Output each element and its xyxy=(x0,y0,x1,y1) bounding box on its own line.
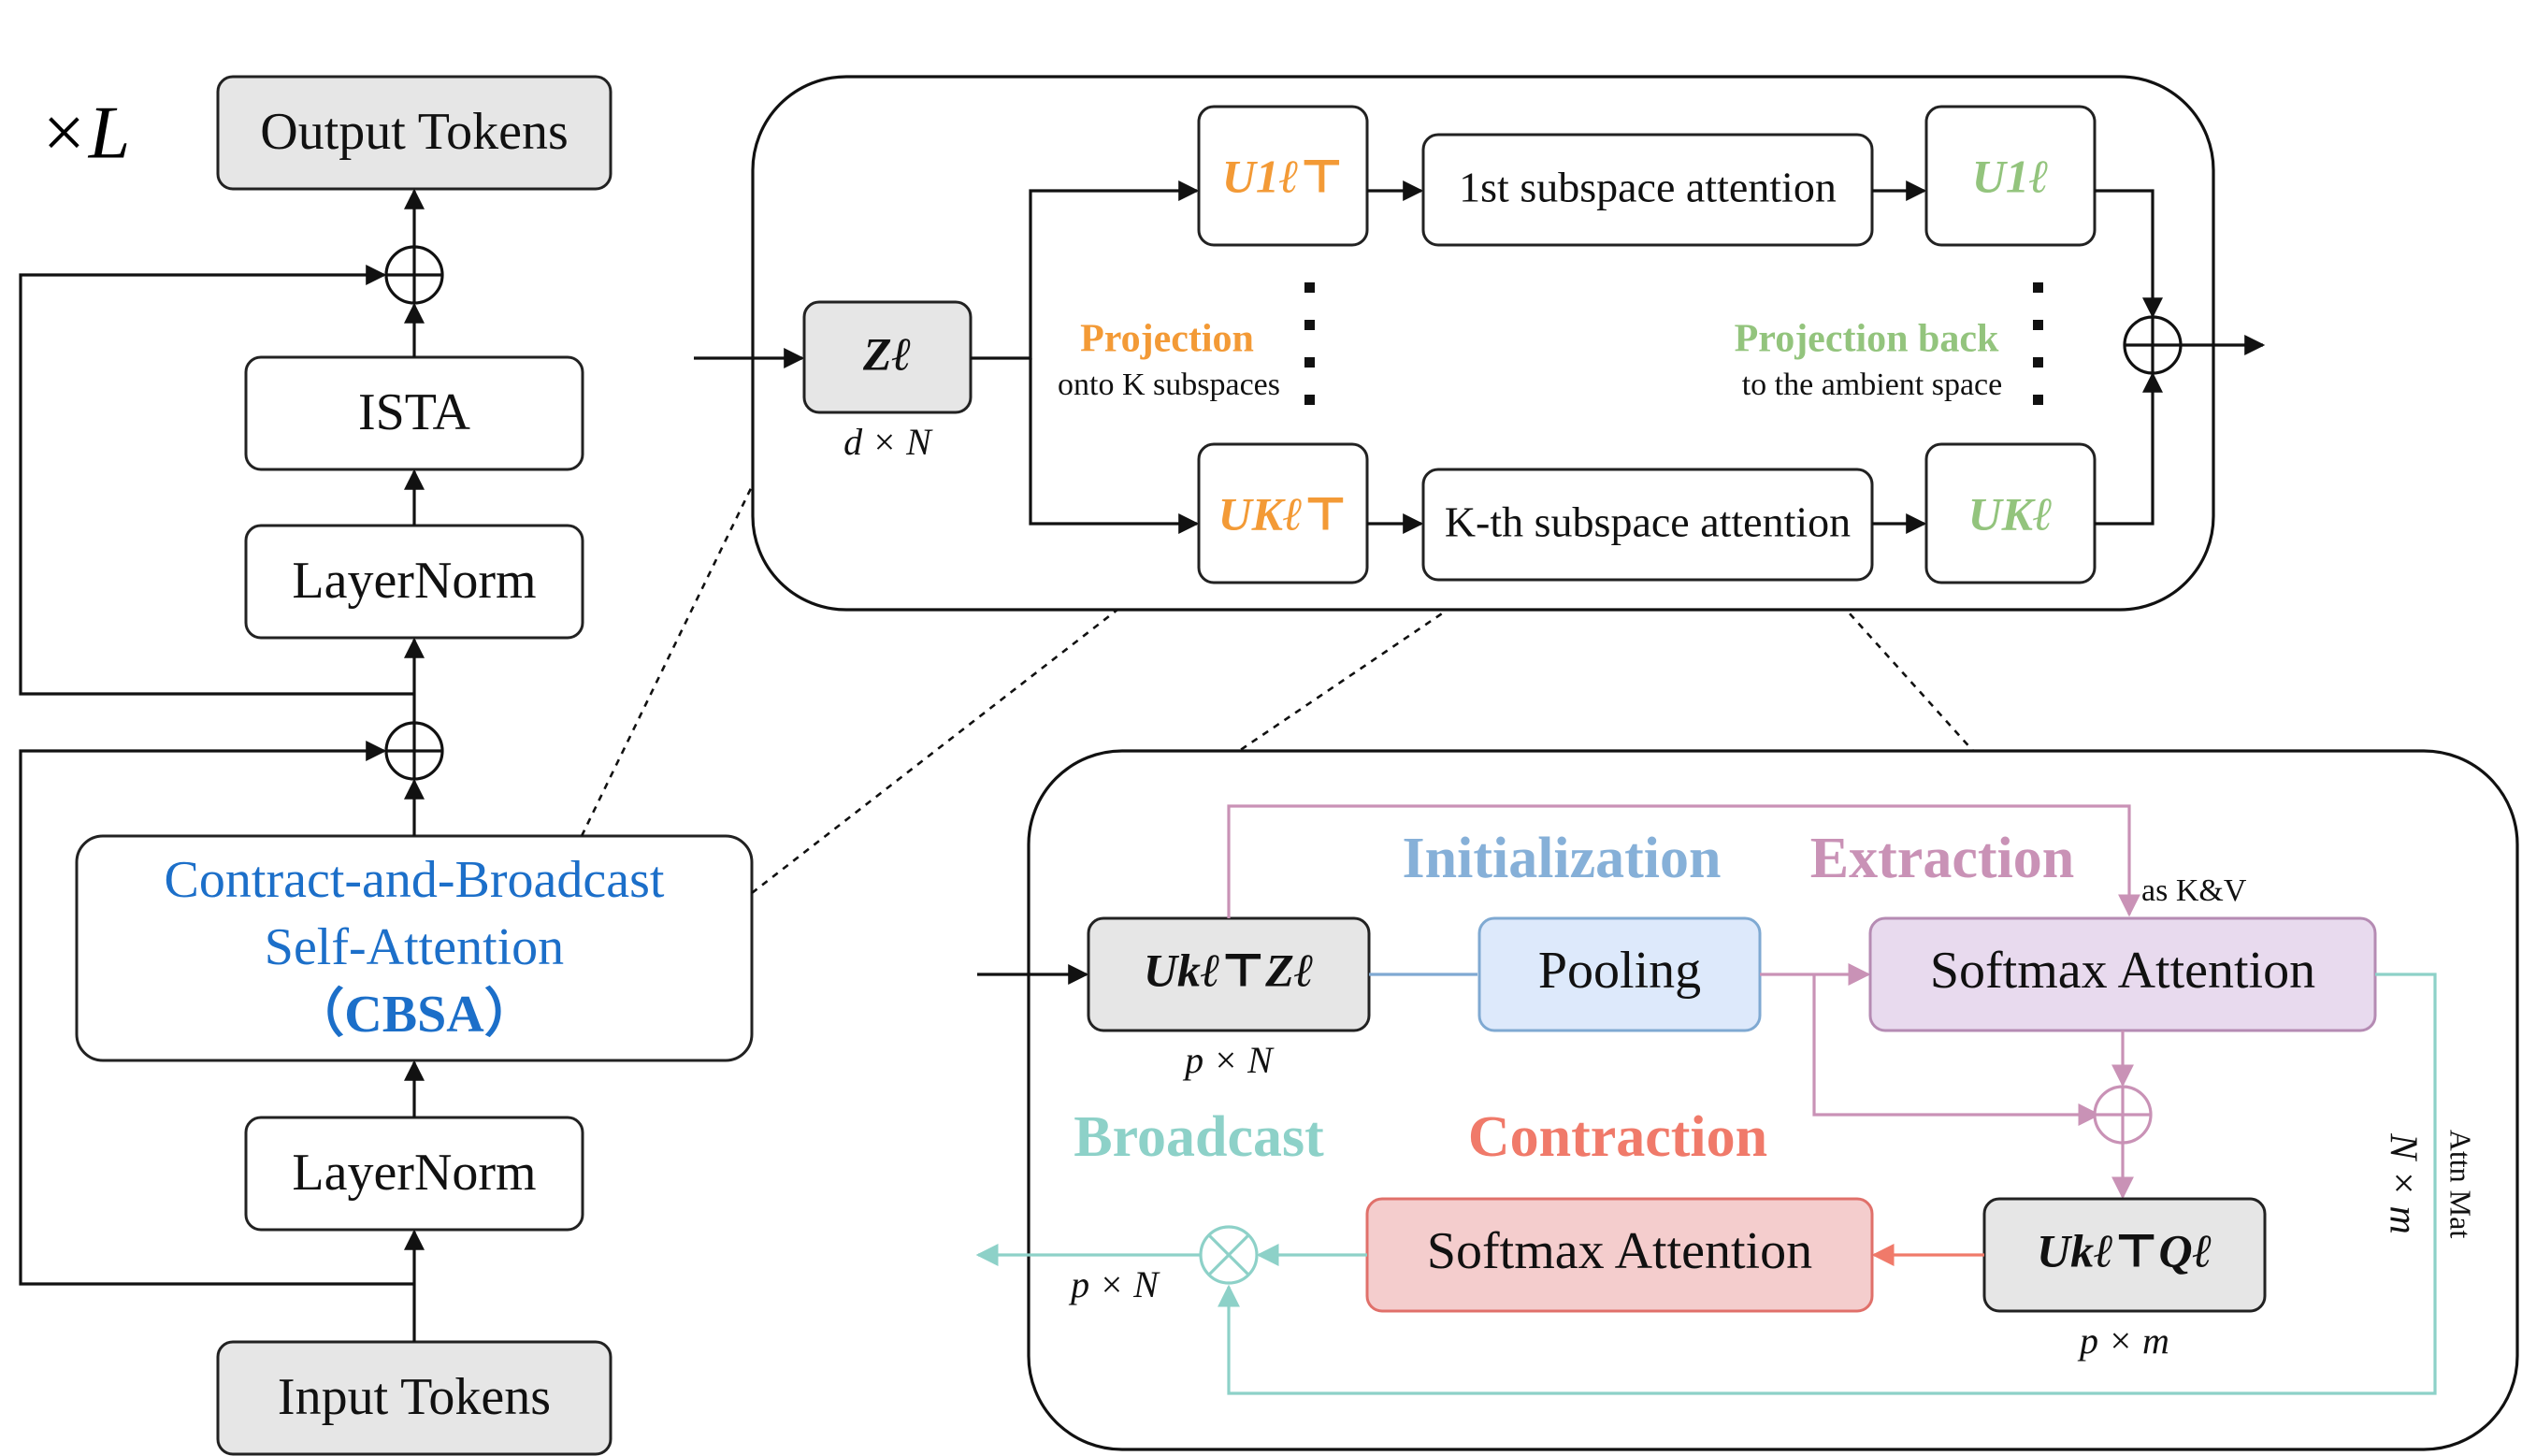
layernorm-bottom-label: LayerNorm xyxy=(292,1144,536,1202)
uk-transpose-label: UKℓ⊤ xyxy=(1218,487,1348,540)
zoom-line-cbsa-right xyxy=(751,608,1118,895)
contraction-title: Contraction xyxy=(1468,1105,1767,1169)
vertical-ellipsis-right-icon xyxy=(2033,282,2043,405)
softmax-bottom-label: Softmax Attention xyxy=(1427,1222,1812,1280)
uk-label: UKℓ xyxy=(1968,487,2054,540)
residual-add-bottom-icon xyxy=(384,721,444,781)
residual-skip-bottom xyxy=(19,741,414,1286)
projection-back-subtitle: to the ambient space xyxy=(1742,368,2003,402)
left-transformer-stack: ×L Output Tokens ISTA LayerNorm Contract… xyxy=(19,75,754,1456)
zoom-line-cbsa-left xyxy=(580,478,757,837)
extraction-residual-add-icon xyxy=(2093,1085,2153,1145)
vertical-ellipsis-left-icon xyxy=(1304,282,1315,405)
cbsa-label-line2: Self-Attention xyxy=(265,918,564,976)
arrow-ukz-to-softmax-kv xyxy=(1227,804,2140,918)
broadcast-multiply-icon xyxy=(1199,1225,1259,1285)
attn-mat-dim: N × m xyxy=(2381,1132,2424,1234)
extraction-title: Extraction xyxy=(1810,827,2074,890)
attention-1-label: 1st subspace attention xyxy=(1459,164,1837,211)
u1-box xyxy=(1924,105,2097,247)
detail-panel-frame xyxy=(1027,749,2519,1451)
zoom-line-attn-left xyxy=(1238,583,1486,753)
layernorm-top-label: LayerNorm xyxy=(292,552,536,610)
attn-mat-loop xyxy=(1218,973,2437,1395)
ukz-dim: p × N xyxy=(1182,1039,1275,1081)
zoom-line-attn-right xyxy=(1823,584,1974,752)
cbsa-label-line1: Contract-and-Broadcast xyxy=(165,851,665,909)
projection-subtitle: onto K subspaces xyxy=(1058,368,1280,402)
residual-skip-top xyxy=(19,265,414,696)
subspace-sum-icon xyxy=(2123,315,2183,375)
ukq-dim: p × m xyxy=(2077,1319,2169,1362)
initialization-title: Initialization xyxy=(1402,827,1721,890)
softmax-top-label: Softmax Attention xyxy=(1930,942,2315,1000)
repeat-label: ×L xyxy=(38,92,130,174)
arrow-uk-to-sum xyxy=(2095,371,2163,526)
residual-add-top-icon xyxy=(384,245,444,305)
input-tokens-label: Input Tokens xyxy=(278,1368,551,1426)
z-label: Zℓ xyxy=(862,327,912,380)
ista-label: ISTA xyxy=(358,383,471,441)
output-dim: p × N xyxy=(1068,1263,1160,1305)
pooling-label: Pooling xyxy=(1538,942,1701,1000)
attn-mat-label: Attn Mat xyxy=(2444,1130,2478,1239)
output-tokens-label: Output Tokens xyxy=(260,103,569,161)
subspace-panel: Zℓ d × N Projection onto K subspaces U1ℓ… xyxy=(694,75,2266,612)
z-dim: d × N xyxy=(843,421,933,463)
ukz-label: Ukℓ⊤Zℓ xyxy=(1144,944,1314,996)
uk-box xyxy=(1924,442,2097,584)
detail-panel: Initialization Extraction as K&V Ukℓ⊤Zℓ … xyxy=(975,749,2519,1451)
arrow-u1-to-sum xyxy=(2095,189,2163,319)
arrow-pooling-to-residual xyxy=(1812,974,2101,1126)
uk-transpose-box xyxy=(1197,442,1369,584)
projection-back-title: Projection back xyxy=(1735,318,1999,361)
u1-label: U1ℓ xyxy=(1972,150,2049,202)
u1-transpose-box xyxy=(1197,105,1369,247)
projection-title: Projection xyxy=(1080,318,1254,361)
u1-transpose-label: U1ℓ⊤ xyxy=(1222,150,1344,202)
attention-k-label: K-th subspace attention xyxy=(1445,498,1851,546)
ukq-label: Ukℓ⊤Qℓ xyxy=(2037,1224,2212,1276)
cbsa-label-line3: （CBSA） xyxy=(292,985,536,1044)
broadcast-title: Broadcast xyxy=(1074,1105,1324,1169)
arrow-z-to-u1t xyxy=(971,180,1200,360)
arrow-z-to-ukt xyxy=(1029,358,1200,534)
as-kv-label: as K&V xyxy=(2141,873,2247,908)
